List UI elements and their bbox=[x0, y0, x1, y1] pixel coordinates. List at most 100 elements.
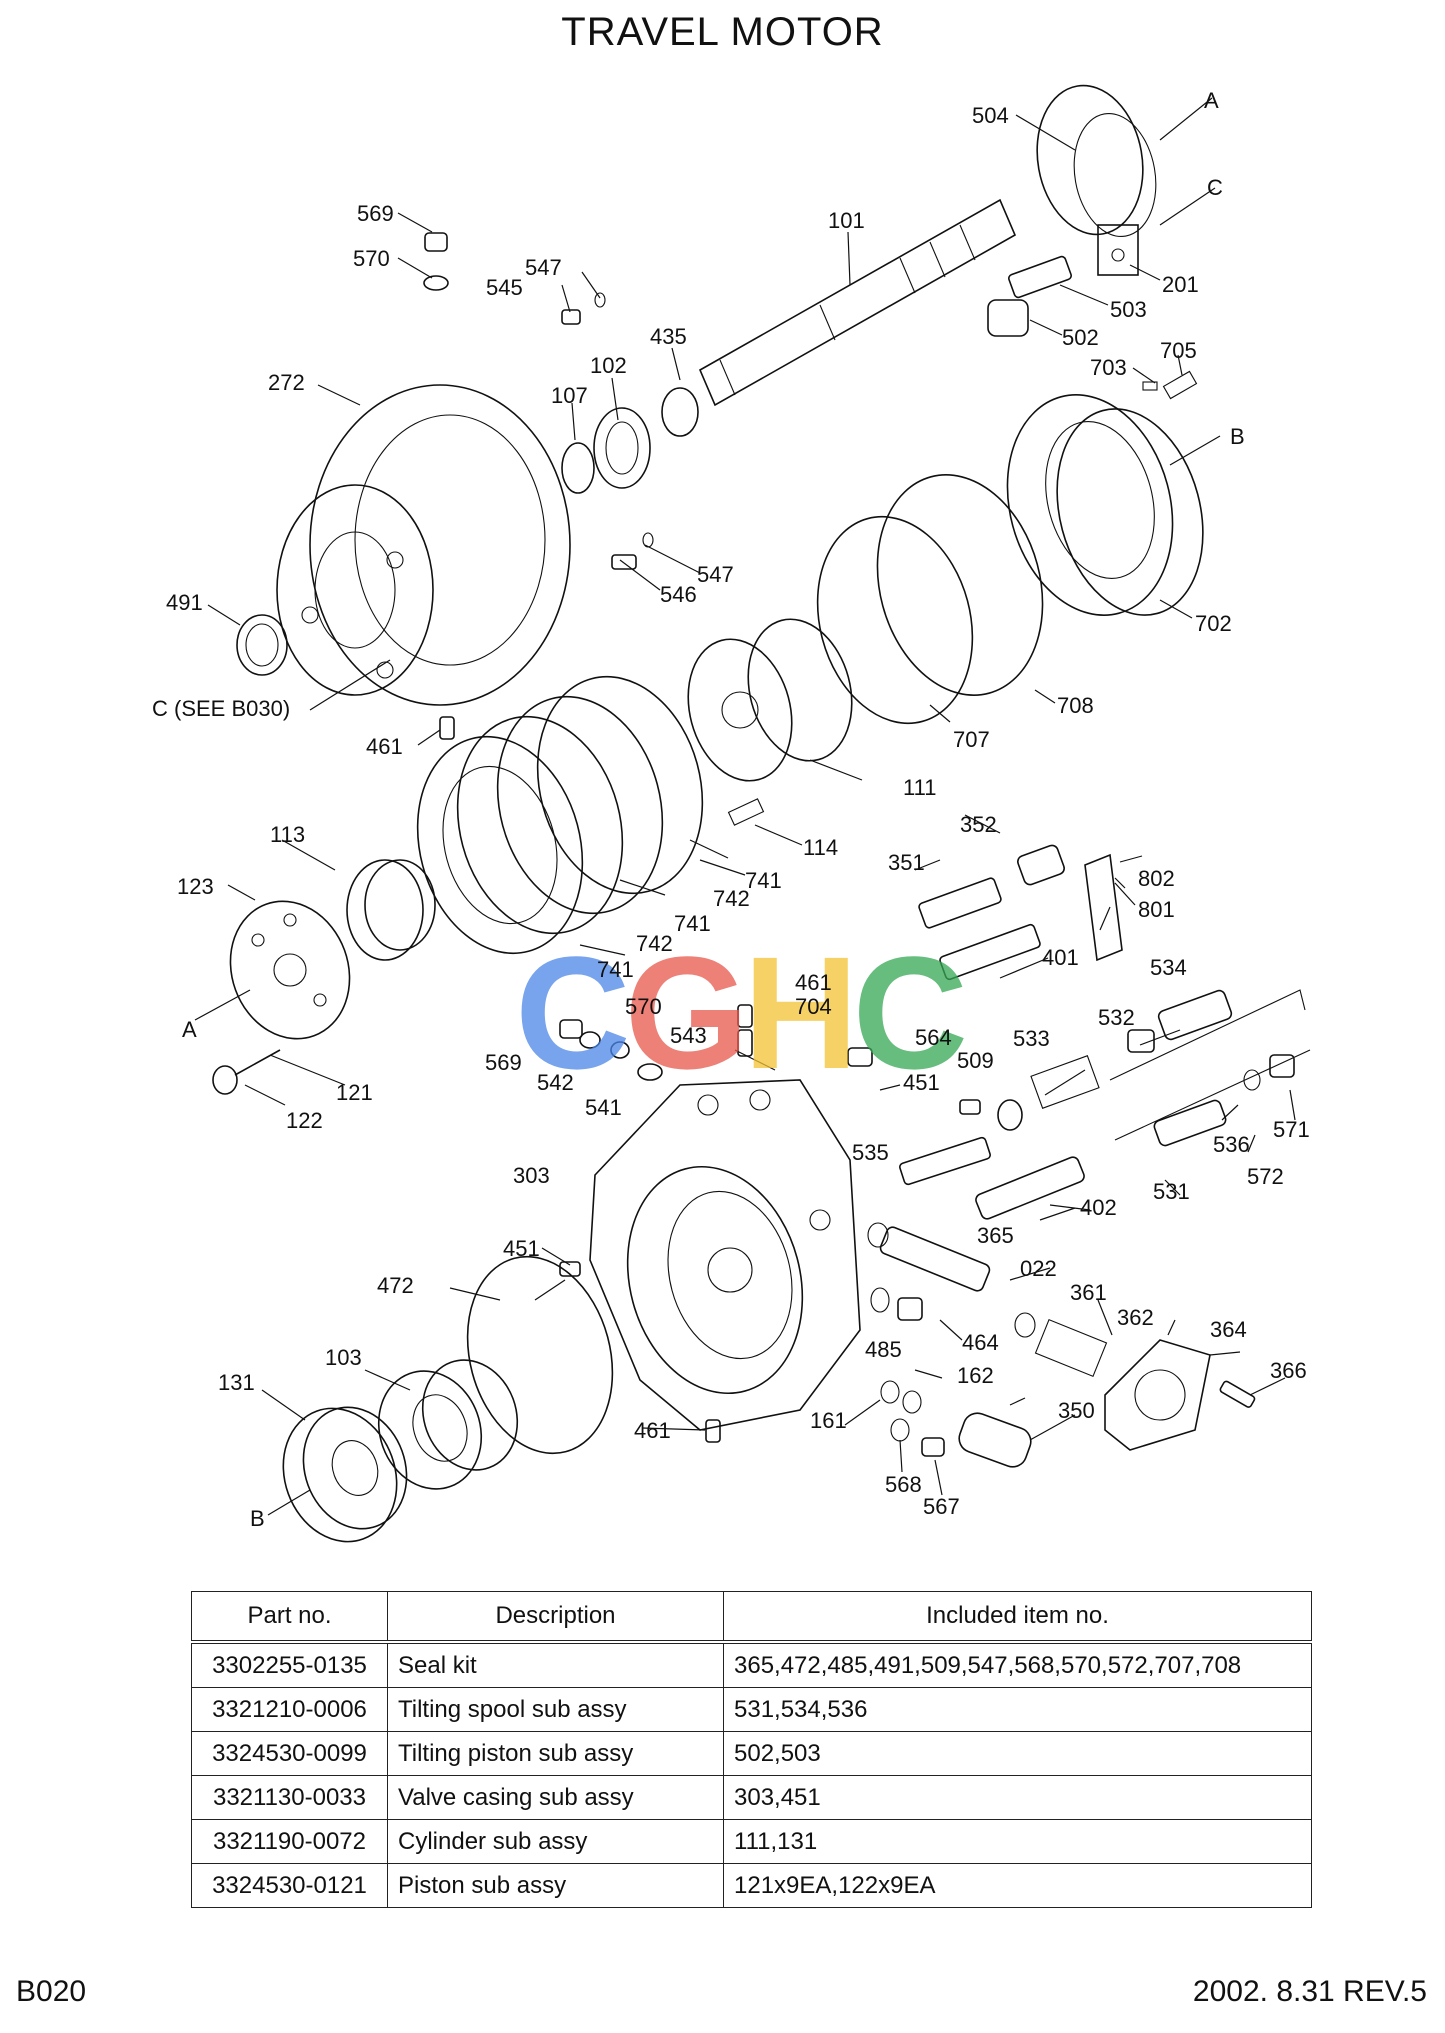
callout-label: 509 bbox=[957, 1048, 994, 1073]
callout-label: 435 bbox=[650, 324, 687, 349]
spring-533 bbox=[1030, 1055, 1100, 1109]
callout-label: 461 bbox=[634, 1418, 671, 1443]
callout-label: 543 bbox=[670, 1023, 707, 1048]
table-row: 3302255-0135 Seal kit 365,472,485,491,50… bbox=[191, 1641, 1312, 1688]
callout-label: 741 bbox=[597, 957, 634, 982]
callout-label: 461 bbox=[795, 970, 832, 995]
housing-272 bbox=[276, 384, 571, 706]
callout-label: 502 bbox=[1062, 325, 1099, 350]
callout-label: 402 bbox=[1080, 1195, 1117, 1220]
callout-label: 533 bbox=[1013, 1026, 1050, 1051]
pins-545-547 bbox=[561, 292, 654, 570]
cell-description: Cylinder sub assy bbox=[387, 1819, 724, 1864]
callout-label: 572 bbox=[1247, 1164, 1284, 1189]
callout-label: 123 bbox=[177, 874, 214, 899]
callout-label: 352 bbox=[960, 812, 997, 837]
callout-label: 742 bbox=[636, 931, 673, 956]
spool-531-571-572 bbox=[1114, 1049, 1311, 1147]
callout-label: 568 bbox=[885, 1472, 922, 1497]
cell-included-items: 303,451 bbox=[723, 1775, 1312, 1820]
page-code: B020 bbox=[16, 1975, 87, 2008]
pin-451 bbox=[559, 1099, 981, 1277]
watermark-letter-2: G bbox=[625, 923, 743, 1102]
callout-label: 272 bbox=[268, 370, 305, 395]
callout-label: 461 bbox=[366, 734, 403, 759]
column-header-included-items: Included item no. bbox=[723, 1591, 1312, 1644]
callout-label: 451 bbox=[903, 1070, 940, 1095]
plate-123 bbox=[229, 900, 351, 1040]
callout-label: 101 bbox=[828, 208, 865, 233]
spring-705 bbox=[1142, 370, 1198, 400]
callout-label: 742 bbox=[713, 886, 750, 911]
callout-label: 541 bbox=[585, 1095, 622, 1120]
callout-label: 401 bbox=[1042, 945, 1079, 970]
callout-label: A bbox=[182, 1017, 197, 1042]
plug-464-485-365 bbox=[867, 1222, 1036, 1338]
callout-label: 350 bbox=[1058, 1398, 1095, 1423]
cell-included-items: 502,503 bbox=[723, 1731, 1312, 1776]
callout-label: C bbox=[1207, 175, 1223, 200]
callout-label: 571 bbox=[1273, 1117, 1310, 1142]
callout-label: 741 bbox=[674, 911, 711, 936]
plates-741-742 bbox=[416, 675, 704, 955]
callout-label: 107 bbox=[551, 383, 588, 408]
table-row: 3321190-0072 Cylinder sub assy 111,131 bbox=[191, 1819, 1312, 1864]
plug-532 bbox=[1127, 1029, 1155, 1053]
callout-label: 362 bbox=[1117, 1305, 1154, 1330]
cell-part-no: 3302255-0135 bbox=[191, 1641, 388, 1688]
callout-label: 564 bbox=[915, 1025, 952, 1050]
cell-part-no: 3321130-0033 bbox=[191, 1775, 388, 1820]
spring-114 bbox=[727, 798, 765, 826]
spring-362 bbox=[1034, 1318, 1108, 1378]
callout-label: 113 bbox=[270, 822, 305, 847]
callout-label: 485 bbox=[865, 1337, 902, 1362]
callout-label: 703 bbox=[1090, 355, 1127, 380]
callout-label: 570 bbox=[353, 246, 390, 271]
cell-description: Piston sub assy bbox=[387, 1863, 724, 1908]
callout-label: 161 bbox=[810, 1408, 847, 1433]
callout-label: 464 bbox=[962, 1330, 999, 1355]
watermark-letter-1: C bbox=[515, 923, 627, 1102]
revision-date: 2002. 8.31 REV.5 bbox=[1192, 1975, 1427, 2008]
spool-401 bbox=[939, 923, 1041, 981]
cell-description: Seal kit bbox=[387, 1641, 724, 1688]
watermark-logo: CGHC bbox=[515, 923, 971, 1102]
cylinder-block-111 bbox=[687, 618, 853, 782]
callout-label: 103 bbox=[325, 1345, 362, 1370]
cell-part-no: 3324530-0099 bbox=[191, 1731, 388, 1776]
cell-included-items: 111,131 bbox=[723, 1819, 1312, 1864]
callout-label: 567 bbox=[923, 1494, 960, 1519]
callout-label: 545 bbox=[486, 275, 523, 300]
spool-535 bbox=[899, 1136, 991, 1186]
callout-label: A bbox=[1204, 88, 1219, 113]
callout-label: 351 bbox=[888, 850, 925, 875]
callout-label: 707 bbox=[953, 727, 990, 752]
callout-label: 472 bbox=[377, 1273, 414, 1298]
callout-label: 569 bbox=[357, 201, 394, 226]
callout-label: 546 bbox=[660, 582, 697, 607]
valve-351-352 bbox=[918, 844, 1065, 929]
table-row: 3324530-0099 Tilting piston sub assy 502… bbox=[191, 1731, 1312, 1776]
callout-label: 451 bbox=[503, 1236, 540, 1261]
piston-121-122 bbox=[212, 1049, 281, 1095]
exploded-parts-diagram: CGHC 569 570 547 545 272 107 102 435 101… bbox=[152, 84, 1311, 1543]
spool-534 bbox=[1109, 989, 1306, 1081]
callout-label: 547 bbox=[525, 255, 562, 280]
callout-label: 569 bbox=[485, 1050, 522, 1075]
leader-lines bbox=[194, 97, 1296, 1516]
callout-label: 503 bbox=[1110, 297, 1147, 322]
cell-description: Tilting piston sub assy bbox=[387, 1731, 724, 1776]
cell-included-items: 531,534,536 bbox=[723, 1687, 1312, 1732]
callout-label: 303 bbox=[513, 1163, 550, 1188]
callout-label: 532 bbox=[1098, 1005, 1135, 1030]
callout-label: 705 bbox=[1160, 338, 1197, 363]
o-rings-707-708 bbox=[816, 474, 1044, 725]
cover-702 bbox=[1006, 394, 1204, 616]
callout-label: 361 bbox=[1070, 1280, 1107, 1305]
callout-label: 504 bbox=[972, 103, 1009, 128]
tilting-piston-502-503 bbox=[987, 255, 1072, 337]
callout-label: 114 bbox=[803, 835, 838, 860]
callout-label: B bbox=[250, 1506, 265, 1531]
o-ring-472 bbox=[466, 1255, 614, 1455]
callout-label: 201 bbox=[1162, 272, 1199, 297]
